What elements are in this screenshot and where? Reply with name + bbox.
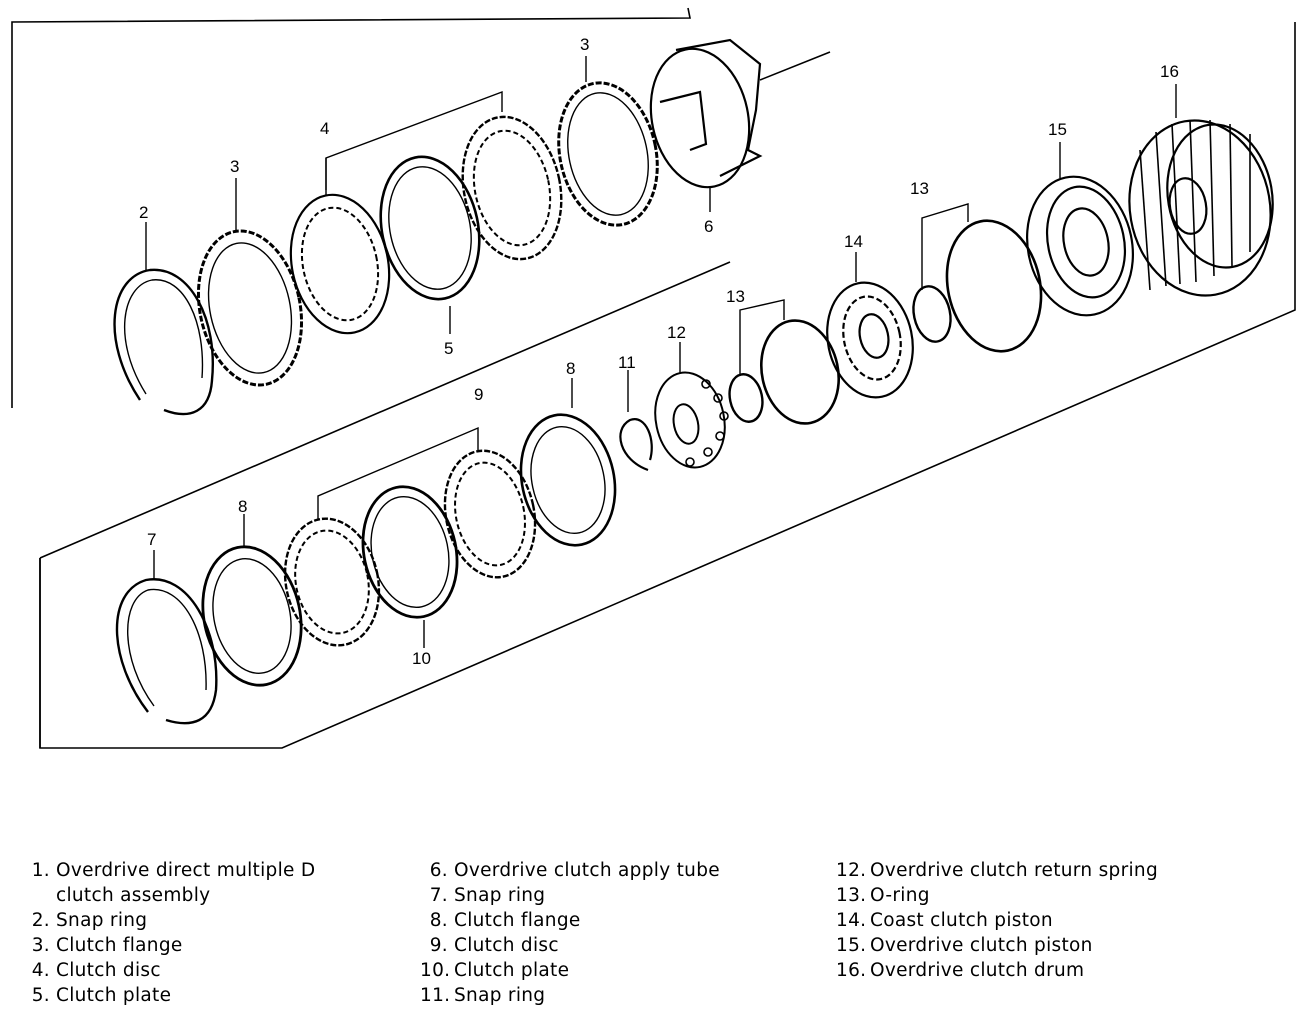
label-part-6: 6 (704, 217, 713, 236)
label-part-5: 5 (444, 339, 453, 358)
part-13-oring-tiny (728, 373, 764, 423)
legend-item: 9.Clutch disc (429, 935, 559, 956)
frame-top (11, 7, 691, 408)
part-9-disc-lower-b-inner (294, 529, 370, 635)
tube-guide (759, 51, 831, 81)
label-part-13b: 13 (910, 179, 929, 198)
part-10-plate-lower (361, 485, 459, 619)
label-part-13a: 13 (726, 287, 745, 306)
bracket-13b (921, 203, 969, 290)
label-part-9: 9 (474, 385, 483, 404)
part-3-flange-top (557, 81, 659, 227)
part-14-coast-piston (826, 281, 914, 399)
label-part-11: 11 (618, 353, 636, 372)
part-8-flange-lower-left (201, 545, 303, 687)
legend-item: 2.Snap ring (31, 910, 148, 931)
legend-item: 12.Overdrive clutch return spring (836, 860, 1158, 881)
bracket-lines (145, 56, 1177, 648)
legend-item: 15.Overdrive clutch piston (836, 935, 1093, 956)
part-15-clutch-piston (1025, 175, 1135, 317)
part-2-snap-ring (113, 268, 214, 416)
part-9-disc-lower (443, 449, 537, 579)
label-part-8b: 8 (566, 359, 575, 378)
row-divider (39, 261, 731, 559)
part-4-disc-b (461, 115, 563, 261)
legend-item: 3.Clutch flange (31, 935, 183, 956)
part-12-return-spring (654, 371, 729, 469)
legend-column-3: 12.Overdrive clutch return spring 13.O-r… (836, 858, 1158, 983)
part-3-flange-upper (196, 229, 304, 387)
diagram-frame (11, 7, 1296, 749)
legend-column-1: 1.Overdrive direct multiple D clutch ass… (22, 858, 315, 1008)
legend-item-continuation: clutch assembly (56, 885, 211, 906)
part-5-plate (379, 155, 481, 301)
label-part-16: 16 (1160, 62, 1179, 81)
part-6-apply-tube (649, 38, 763, 189)
part-16-clutch-drum (1128, 119, 1274, 297)
legend-item: 13.O-ring (836, 885, 930, 906)
legend-item: 10.Clutch plate (420, 960, 570, 981)
bracket-13a (739, 299, 785, 376)
legend-item: 7.Snap ring (429, 885, 546, 906)
label-part-10: 10 (412, 649, 431, 668)
legend-item: 5.Clutch plate (31, 985, 172, 1006)
part-7-snap-ring (115, 578, 218, 725)
legend-item: 11.Snap ring (420, 985, 546, 1006)
label-part-4: 4 (320, 119, 329, 138)
part-11-snap-ring (619, 418, 653, 472)
part-4-disc-b-inner (472, 129, 552, 247)
part-3-flange-top-inner (567, 92, 649, 216)
part-9-disc-lower-inner (454, 461, 526, 567)
label-part-14: 14 (844, 232, 863, 251)
label-part-12: 12 (667, 323, 686, 342)
legend-column-2: 6.Overdrive clutch apply tube 7.Snap rin… (420, 858, 720, 1008)
legend-item: 6.Overdrive clutch apply tube (429, 860, 720, 881)
part-9-disc-lower-b (283, 517, 381, 647)
bracket-4 (325, 90, 503, 190)
part-8-flange-lower-left-inner (212, 558, 292, 674)
part-13-oring-large (945, 219, 1043, 353)
legend-item: 14.Coast clutch piston (836, 910, 1053, 931)
legend-item: 8.Clutch flange (429, 910, 581, 931)
legend-item: 4.Clutch disc (31, 960, 161, 981)
exploded-diagram: 2 3 4 5 3 6 16 15 13 14 13 12 11 8 9 8 7… (11, 7, 1296, 749)
part-number-labels: 2 3 4 5 3 6 16 15 13 14 13 12 11 8 9 8 7… (139, 35, 1179, 668)
part-5-plate-inner (388, 166, 472, 290)
part-13-oring-mid (759, 319, 841, 425)
part-13-oring-small (912, 285, 952, 343)
label-part-15: 15 (1048, 120, 1067, 139)
label-part-3b: 3 (230, 157, 239, 176)
part-8-flange-lower-right-inner (530, 425, 606, 535)
part-4-disc-inner (300, 206, 380, 322)
bracket-9 (317, 426, 479, 520)
label-part-7: 7 (147, 530, 156, 549)
legend-item: 16.Overdrive clutch drum (836, 960, 1085, 981)
label-part-3a: 3 (580, 35, 589, 54)
part-3-flange-upper-inner (207, 242, 293, 374)
legend-item: 1.Overdrive direct multiple D (31, 860, 316, 881)
part-8-flange-lower-right (519, 413, 617, 547)
label-part-8a: 8 (238, 497, 247, 516)
frame-right (39, 22, 1296, 749)
part-10-plate-lower-inner (370, 495, 450, 609)
label-part-2: 2 (139, 203, 148, 222)
